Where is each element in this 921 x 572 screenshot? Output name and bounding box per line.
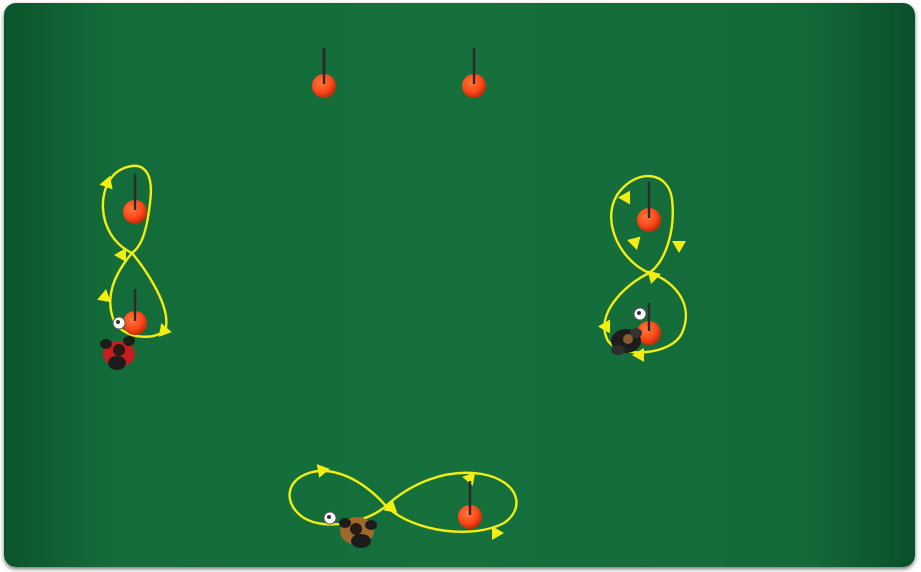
drill-diagram-frame [4,3,915,567]
pitch-surface [4,3,915,567]
soccer-drill-diagram [4,3,915,567]
